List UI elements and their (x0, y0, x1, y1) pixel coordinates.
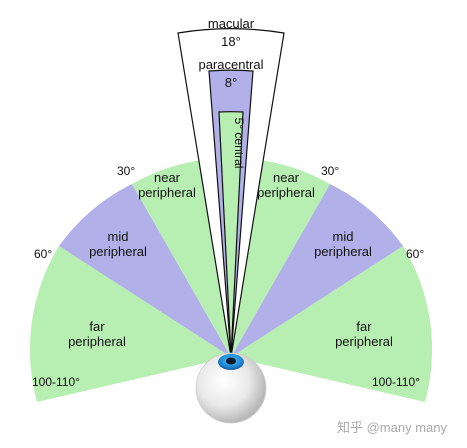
near-peripheral-right-label-2: peripheral (257, 185, 315, 200)
eyeball-icon (195, 352, 267, 424)
paracentral-degree-label: 8° (225, 75, 237, 90)
near-peripheral-left-label-1: near (154, 170, 181, 185)
degree-60-left: 60° (34, 247, 52, 261)
degree-60-right: 60° (406, 247, 424, 261)
degree-100-110-left: 100-110° (32, 375, 80, 389)
far-peripheral-left-label-2: peripheral (68, 334, 126, 349)
far-peripheral-right-label-2: peripheral (335, 334, 393, 349)
mid-peripheral-region-right (231, 184, 403, 357)
far-peripheral-right-label-1: far (356, 319, 372, 334)
mid-peripheral-left-label-1: mid (108, 229, 129, 244)
mid-peripheral-right-label-2: peripheral (314, 244, 372, 259)
mid-peripheral-region-left (59, 184, 231, 357)
mid-peripheral-left-label-2: peripheral (89, 244, 147, 259)
watermark: 知乎 @many many (337, 420, 447, 435)
degree-100-110-right: 100-110° (372, 375, 420, 389)
paracentral-label: paracentral (198, 57, 263, 72)
macular-label: macular (208, 16, 255, 31)
degree-30-right: 30° (321, 164, 339, 178)
far-peripheral-left-label-1: far (89, 319, 105, 334)
central-label: 5° central (232, 118, 246, 169)
mid-peripheral-right-label-1: mid (333, 229, 354, 244)
degree-30-left: 30° (117, 164, 135, 178)
central-region (218, 111, 244, 358)
far-peripheral-region (29, 246, 231, 402)
near-peripheral-right-label-1: near (273, 170, 300, 185)
macular-degree-label: 18° (221, 34, 241, 49)
far-peripheral-region-right (231, 246, 433, 402)
near-peripheral-left-label-2: peripheral (138, 185, 196, 200)
